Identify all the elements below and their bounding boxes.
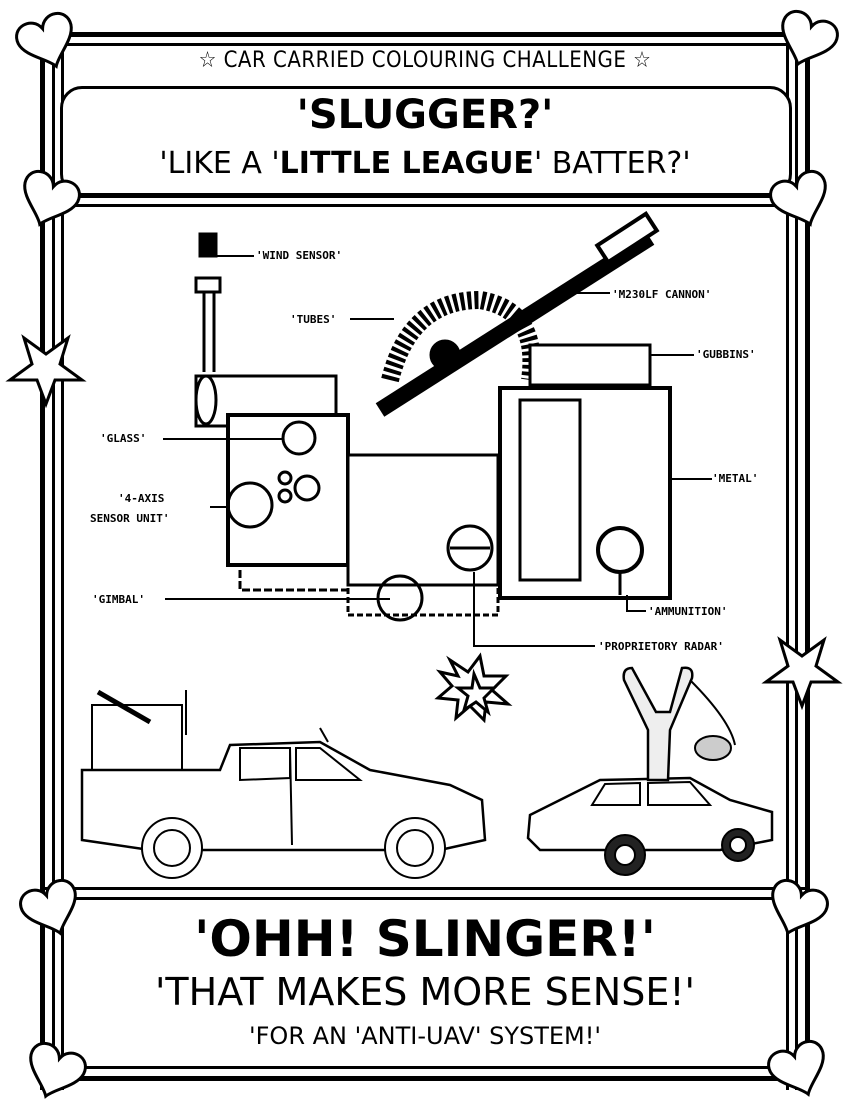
footer-area-bg — [65, 901, 785, 1065]
star-right — [764, 638, 840, 708]
frame-right-inner — [795, 40, 798, 1090]
frame-right-outer — [805, 40, 810, 1090]
subline-bold: LITTLE LEAGUE — [279, 146, 534, 181]
frame-band-2b — [40, 897, 810, 900]
lead-cannon — [560, 292, 610, 294]
heart-top-right — [769, 6, 843, 76]
lead-glass — [163, 438, 283, 440]
label-tubes: 'TUBES' — [290, 313, 337, 326]
label-gimbal: 'GIMBAL' — [92, 593, 145, 606]
heart-mid-left — [11, 166, 85, 236]
label-gubbins: 'GUBBINS' — [696, 348, 756, 361]
lead-radar-v — [473, 572, 475, 646]
lead-radar-h — [473, 645, 595, 647]
frame-band-1b — [40, 204, 810, 207]
star-left — [8, 336, 84, 406]
burst-star — [434, 652, 513, 724]
frame-top-outer — [40, 32, 810, 37]
frame-bottom-inner — [40, 1066, 810, 1069]
challenge-title: ☆ CAR CARRIED COLOURING CHALLENGE ☆ — [198, 48, 652, 73]
subline-more-sense: 'THAT MAKES MORE SENSE!' — [154, 970, 696, 1014]
heart-mid-right — [765, 166, 839, 236]
frame-right-inner2 — [786, 40, 789, 1090]
header-panel — [60, 86, 792, 196]
label-wind-sensor: 'WIND SENSOR' — [256, 249, 343, 262]
lead-wind-sensor — [216, 255, 254, 257]
frame-bottom-outer — [40, 1076, 810, 1081]
lead-gimbal — [165, 598, 390, 600]
tagline-anti-uav: 'FOR AN 'ANTI-UAV' SYSTEM!' — [249, 1022, 601, 1050]
label-sensor-unit-1: '4-AXIS — [118, 492, 165, 505]
lead-gubbins — [650, 354, 694, 356]
label-sensor-unit-2: SENSOR UNIT' — [90, 512, 170, 525]
frame-band-2a — [40, 887, 810, 890]
label-glass: 'GLASS' — [100, 432, 147, 445]
frame-left-outer — [40, 40, 45, 1090]
lead-ammo-v — [626, 595, 628, 611]
frame-left-inner — [52, 40, 55, 1090]
headline-slinger: 'OHH! SLINGER!' — [194, 910, 656, 968]
lead-tubes — [350, 318, 394, 320]
subline-pre: 'LIKE A ' — [159, 146, 280, 181]
subline-post: ' BATTER?' — [533, 146, 691, 181]
subline-little-league: 'LIKE A 'LITTLE LEAGUE' BATTER?' — [0, 146, 850, 181]
headline-slugger: 'SLUGGER?' — [296, 92, 554, 138]
lead-sensor-unit — [210, 506, 230, 508]
label-m230lf-cannon: 'M230LF CANNON' — [612, 288, 712, 301]
frame-left-inner2 — [61, 40, 64, 1090]
label-ammunition: 'AMMUNITION' — [648, 605, 728, 618]
lead-ammo-h — [626, 610, 646, 612]
frame-band-1a — [40, 195, 810, 198]
mini-turret — [91, 689, 187, 771]
frame-top-inner — [40, 43, 810, 46]
label-proprietary-radar: 'PROPRIETORY RADAR' — [598, 640, 724, 653]
heart-top-left — [11, 8, 85, 78]
label-metal: 'METAL' — [712, 472, 759, 485]
lead-metal — [670, 478, 712, 480]
